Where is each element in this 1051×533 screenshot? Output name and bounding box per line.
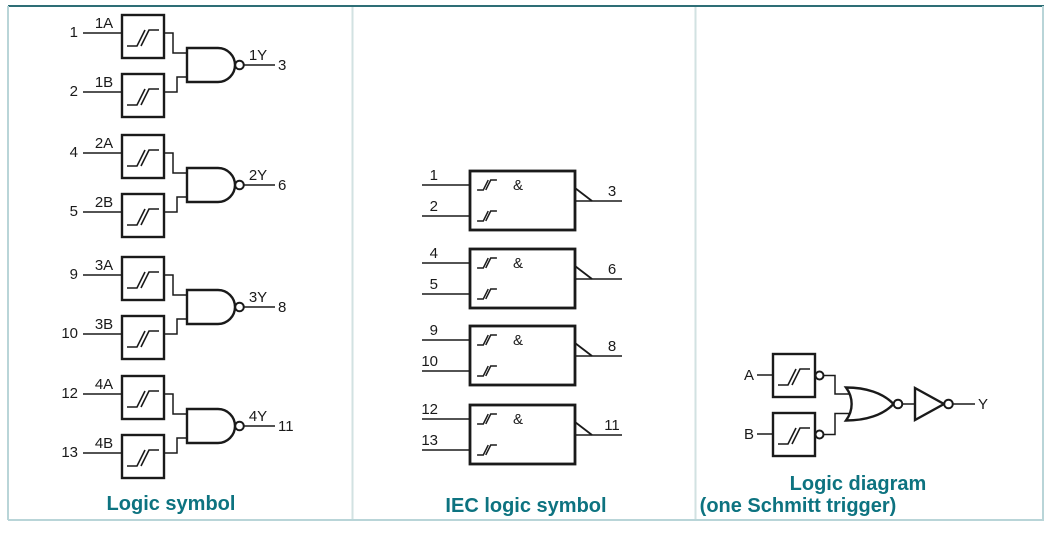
pin-number: 3 [278, 57, 286, 74]
panel-iec-logic-symbol: 1 2 3 4 5 6 9 10 8 [421, 167, 622, 517]
panel-logic-symbol: 1 1A 2 1B 1Y 3 4 2A 5 2B [61, 15, 294, 515]
pin-number: 5 [70, 203, 78, 220]
pin-number: 13 [61, 444, 78, 461]
polarity-indicator [574, 421, 593, 436]
iec-and-box [470, 405, 575, 464]
panel-caption-logic-diagram-line1: Logic diagram [790, 473, 927, 495]
pin-number: 4 [70, 144, 78, 161]
schmitt-buffer-box [122, 435, 164, 478]
pin-number: 8 [608, 338, 616, 355]
output-label: 4Y [249, 408, 267, 425]
iec-gate-unit-2: 4 5 6 [422, 245, 622, 308]
negation-bubble [814, 429, 825, 440]
polarity-indicator [574, 265, 593, 280]
schmitt-buffer-box [773, 413, 815, 456]
negation-bubble [814, 370, 825, 381]
pin-label: 2A [95, 135, 113, 152]
pin-number: 5 [430, 276, 438, 293]
internal-wire [164, 32, 187, 54]
pin-number: 9 [430, 322, 438, 339]
pin-number: 2 [430, 198, 438, 215]
nand-gate-symbol [185, 46, 246, 84]
schmitt-buffer-box [773, 354, 815, 397]
schmitt-buffer-box [122, 257, 164, 300]
pin-number: 1 [430, 167, 438, 184]
inverter-triangle [913, 385, 947, 423]
pin-number: 12 [61, 385, 78, 402]
pin-label: 3B [95, 316, 113, 333]
iec-gate-unit-3: 9 10 8 [421, 322, 622, 385]
panel-caption-logic-symbol: Logic symbol [107, 493, 236, 515]
internal-wire [164, 318, 187, 335]
internal-wire [164, 437, 187, 454]
pin-label: 4A [95, 376, 113, 393]
pin-number: 10 [61, 325, 78, 342]
iec-and-box [470, 249, 575, 308]
polarity-indicator [574, 187, 593, 202]
iec-gate-unit-4: 12 13 11 [421, 401, 622, 464]
pin-number: 8 [278, 299, 286, 316]
panel-caption-logic-diagram-line2: (one Schmitt trigger) [700, 495, 897, 517]
pin-number: 6 [608, 261, 616, 278]
iec-and-box [470, 326, 575, 385]
input-a-label: A [744, 367, 754, 384]
pin-number: 12 [421, 401, 438, 418]
schmitt-buffer-box [122, 74, 164, 117]
schmitt-buffer-box [122, 194, 164, 237]
nand-gate-unit-2: 4 2A 5 2B 2Y 6 [70, 135, 286, 237]
nand-gate-unit-1: 1 1A 2 1B 1Y 3 [70, 15, 286, 117]
nand-gate-unit-3: 9 3A 10 3B 3Y 8 [61, 257, 286, 359]
internal-wire [164, 196, 187, 213]
internal-wire [823, 412, 850, 436]
pin-label: 2B [95, 194, 113, 211]
pin-number: 9 [70, 266, 78, 283]
pin-label: 1B [95, 74, 113, 91]
negation-bubble [943, 398, 954, 410]
output-label: 1Y [249, 47, 267, 64]
pin-number: 13 [421, 432, 438, 449]
pin-number: 1 [70, 24, 78, 41]
nand-gate-symbol [185, 288, 246, 326]
pin-number: 3 [608, 183, 616, 200]
internal-wire [823, 374, 850, 395]
pin-label: 3A [95, 257, 113, 274]
pin-number: 4 [430, 245, 438, 262]
output-y-label: Y [978, 396, 988, 413]
negation-bubble [892, 398, 904, 410]
or-gate-shape [843, 386, 896, 422]
schmitt-buffer-box [122, 316, 164, 359]
iec-and-box [470, 171, 575, 230]
pin-number: 10 [421, 353, 438, 370]
panel-logic-diagram: A B Y Logic diagram (one Schmitt trigger… [700, 354, 988, 517]
output-label: 2Y [249, 167, 267, 184]
internal-wire [164, 76, 187, 93]
pin-number: 2 [70, 83, 78, 100]
internal-wire [164, 274, 187, 296]
input-b-label: B [744, 426, 754, 443]
pin-number: 6 [278, 177, 286, 194]
internal-wire [164, 393, 187, 415]
panel-caption-iec-logic-symbol: IEC logic symbol [445, 495, 606, 517]
iec-gate-unit-1: 1 2 3 [422, 167, 622, 230]
nand-gate-symbol [185, 407, 246, 445]
pin-number: 11 [278, 418, 294, 435]
pin-label: 4B [95, 435, 113, 452]
pin-number: 11 [604, 417, 620, 434]
schmitt-buffer-box [122, 376, 164, 419]
schmitt-buffer-box [122, 15, 164, 58]
pin-label: 1A [95, 15, 113, 32]
schmitt-buffer-box [122, 135, 164, 178]
output-label: 3Y [249, 289, 267, 306]
polarity-indicator [574, 342, 593, 357]
internal-wire [164, 152, 187, 174]
nand-gate-unit-4: 12 4A 13 4B 4Y 11 [61, 376, 294, 478]
nand-gate-symbol [185, 166, 246, 204]
